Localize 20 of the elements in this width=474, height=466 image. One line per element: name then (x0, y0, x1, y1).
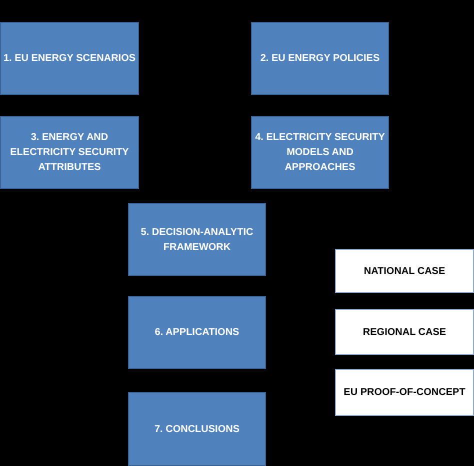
box-label: 6. APPLICATIONS (154, 326, 240, 340)
box-label: EU PROOF-OF-CONCEPT (344, 386, 466, 400)
case-box (335, 309, 474, 355)
case-box (335, 369, 474, 416)
process-box (251, 116, 389, 189)
box-label: 7. CONCLUSIONS (154, 422, 240, 436)
box-label: 1. EU ENERGY SCENARIOS (3, 52, 136, 66)
box-label: 5. DECISION-ANALYTIC FRAMEWORK (140, 226, 254, 254)
case-box (335, 249, 474, 293)
process-box (251, 22, 389, 95)
box-label: NATIONAL CASE (364, 264, 446, 278)
process-box (128, 203, 266, 276)
process-box (0, 116, 139, 189)
box-label: 3. ENERGY AND ELECTRICITY SECURITY ATTRIBUTES (9, 131, 130, 175)
process-box (0, 22, 139, 95)
box-label: REGIONAL CASE (362, 326, 446, 340)
process-box (128, 296, 266, 369)
process-box (128, 392, 266, 466)
box-label: 4. ELECTRICITY SECURITY MODELS AND APPROACHES (254, 131, 386, 175)
box-label: 2. EU ENERGY POLICIES (260, 52, 380, 66)
